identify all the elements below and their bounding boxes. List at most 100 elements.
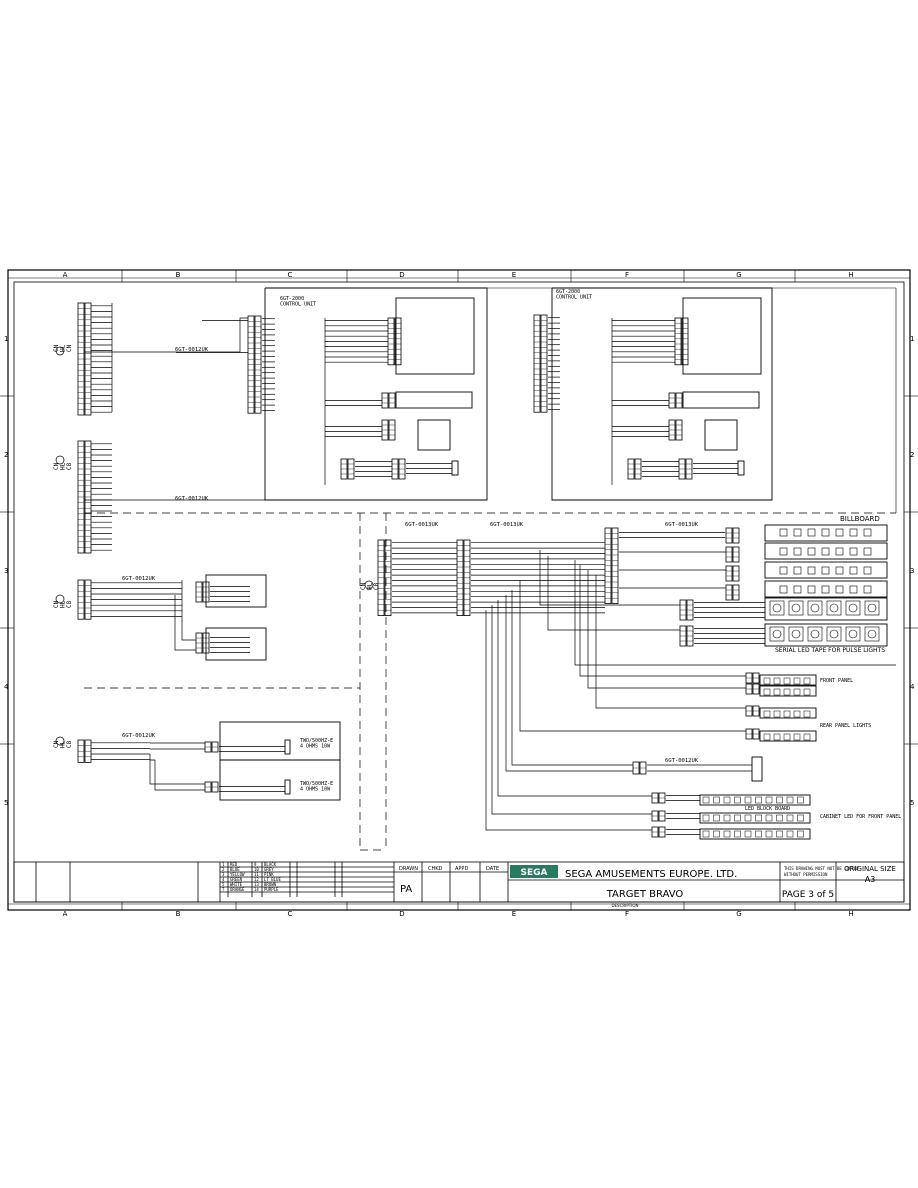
led-cell [849,547,858,556]
grid-col-d-bottom: D [399,910,404,918]
connector-ci [77,739,85,763]
cable-label-3: 6GT-0012UK [122,576,156,582]
connector-ci-centre-b-mate [463,539,471,616]
description-label: DESCRIPTION [611,903,638,908]
connector-billboard-hub-mate [611,527,619,604]
pulse-light [826,626,842,642]
panel-led [803,733,811,741]
led-cell [793,566,802,575]
led-block-cell [755,814,762,822]
panel-led [773,677,781,685]
grid-row-1-right: 1 [910,335,914,343]
pulse-light [807,626,823,642]
connector-coin-lamp [632,761,640,775]
connector-amp-1-mate [211,741,219,753]
colour-name: GREY [264,867,274,872]
led-cell [807,585,816,594]
led-block-cell [702,796,710,804]
wiring [84,303,896,835]
connector-recoil-b-left-mate [398,458,406,480]
led-cell [849,585,858,594]
cable-label-8: 6GT-0012UK [665,758,699,764]
gun-module-left [395,297,475,375]
colour-code: 5 [222,882,225,887]
serial-led-label: SERIAL LED TAPE FOR PULSE LIGHTS [775,647,885,654]
connector-recoil-b-right-mate [685,458,693,480]
cable-label-6: 6GT-0013UK [490,522,524,528]
panel-led [773,733,781,741]
led-cell [821,528,830,537]
grid-col-b: B [176,271,181,279]
connector-led-block-3-mate [658,826,666,838]
colour-code: 13 [254,882,259,887]
led-block-cell [786,814,794,822]
led-block-cell [797,814,804,822]
connector-ch [77,302,85,416]
cable-label-4: 6GT-0012UK [122,733,156,739]
colour-name: LT BLUE [264,877,281,882]
led-block-cell [723,814,731,822]
led-block-cell [786,830,794,838]
led-block-cell [776,796,783,804]
speaker-1 [284,739,291,755]
led-cell [779,585,788,594]
company-name: SEGA AMUSEMENTS EUROPE. LTD. [565,869,737,880]
led-block-cell [765,796,773,804]
pulse-light-lens [791,603,801,613]
cabinet-led-label: CABINET LED FOR FRONT PANEL [820,814,901,820]
led-block-cell [765,830,773,838]
connector-gun-left [247,315,255,414]
led-block-cell [744,830,752,838]
checked-label: CHKD [428,866,443,872]
panel-led [783,688,791,696]
approved-label: APPD [455,866,468,872]
pulse-light-lens [848,629,858,639]
connector-billboard-4 [725,584,733,601]
connector-cg-mate [84,579,92,620]
sega-logo-text: SEGA [521,868,548,878]
led-block-cell [786,796,794,804]
connector-serial-led-1 [679,599,687,621]
grid-col-c: C [288,271,293,279]
pulse-light [845,600,861,616]
connector-start-1 [195,581,203,603]
billboard-label: BILLBOARD [840,515,880,523]
connector-rear-1 [745,705,753,717]
connector-ci-centre [377,539,385,616]
pulse-light [864,600,880,616]
front-panel-label: FRONT PANEL [820,678,853,684]
connector-ca [77,440,85,554]
colour-name: PINK [264,872,274,877]
connector-billboard-1 [725,527,733,544]
led-block-cell [723,796,731,804]
colour-name: ORANGE [230,887,245,892]
trigger-left [417,419,451,451]
connector-solenoid-left-mate [388,392,396,409]
components [205,297,888,840]
connector-billboard-2 [725,546,733,563]
grid-col-h: H [848,271,853,279]
colour-code: 1 [222,862,225,867]
connector-led-block-1-mate [658,792,666,804]
connector-ci-mate [84,739,92,763]
led-cell [835,528,844,537]
led-cell [821,566,830,575]
connector-coin-lamp-mate [639,761,647,775]
drawn-label: DRAWN [399,866,418,872]
section-dividers [84,512,896,851]
panel-led [783,710,791,718]
cable-label-7: 6GT-0013UK [665,522,699,528]
connector-ci-centre-b [456,539,464,616]
pulse-light [864,626,880,642]
panel-led [793,677,801,685]
sega-logo [510,865,558,878]
connector-trigger-right [668,419,676,441]
grid-row-4: 4 [4,683,9,691]
connector-billboard-hub [604,527,612,604]
pulse-light-lens [791,629,801,639]
led-cell [793,585,802,594]
connector-gun-module-right [674,317,682,366]
